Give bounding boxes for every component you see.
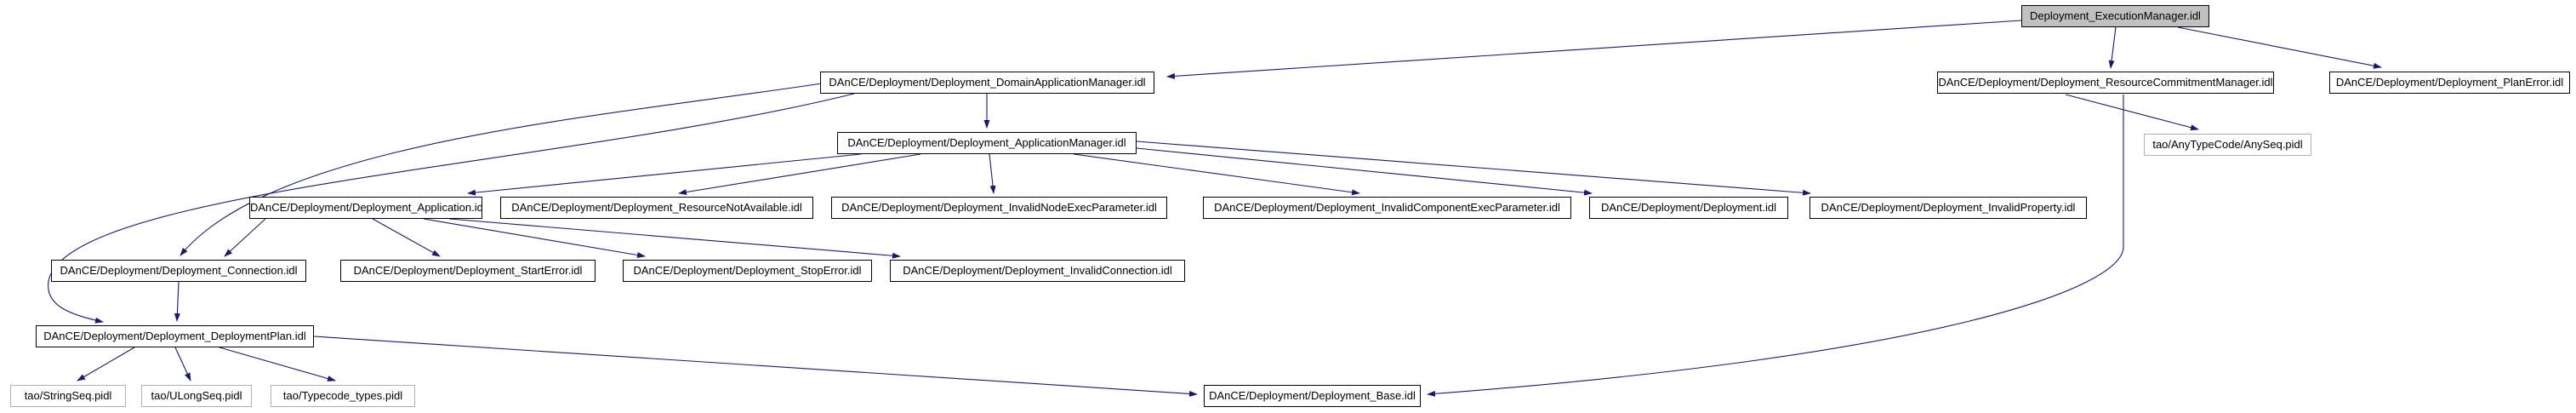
graph-node-typecodetypes: tao/Typecode_types.pidl [271, 385, 415, 407]
graph-node-planerror[interactable]: DAnCE/Deployment/Deployment_PlanError.id… [2329, 72, 2570, 94]
graph-node-domainappmgr[interactable]: DAnCE/Deployment/Deployment_DomainApplic… [820, 72, 1154, 94]
graph-node-deployment[interactable]: DAnCE/Deployment/Deployment.idl [1589, 197, 1788, 219]
graph-node-anyseq: tao/AnyTypeCode/AnySeq.pidl [2144, 134, 2311, 156]
edge-appmgr-resnotavail [678, 153, 921, 196]
graph-node-ulongseq: tao/ULongSeq.pidl [141, 385, 252, 407]
edge-application-connection [224, 218, 266, 257]
edge-rescommgr-base [1427, 95, 2124, 397]
graph-node-invalidconn[interactable]: DAnCE/Deployment/Deployment_InvalidConne… [890, 260, 1185, 282]
graph-node-base[interactable]: DAnCE/Deployment/Deployment_Base.idl [1204, 385, 1421, 407]
graph-node-execmgr[interactable]: Deployment_ExecutionManager.idl [2021, 5, 2209, 27]
edge-application-starterror [372, 218, 441, 257]
graph-node-invalidcompexec[interactable]: DAnCE/Deployment/Deployment_InvalidCompo… [1203, 197, 1571, 219]
graph-node-rescommgr[interactable]: DAnCE/Deployment/Deployment_ResourceComm… [1937, 72, 2274, 94]
graph-node-invalidnodeexec[interactable]: DAnCE/Deployment/Deployment_InvalidNodeE… [831, 197, 1167, 219]
edge-application-stoperror [423, 218, 646, 258]
graph-node-connection[interactable]: DAnCE/Deployment/Deployment_Connection.i… [51, 260, 306, 282]
edge-appmgr-application [467, 153, 862, 196]
graph-node-stringseq: tao/StringSeq.pidl [10, 385, 126, 407]
edge-execmgr-planerror [2177, 26, 2382, 69]
edge-deploymentplan-stringseq [77, 347, 135, 381]
graph-node-invalidprop[interactable]: DAnCE/Deployment/Deployment_InvalidPrope… [1809, 197, 2087, 219]
graph-node-stoperror[interactable]: DAnCE/Deployment/Deployment_StopError.id… [623, 260, 872, 282]
edge-connection-deploymentplan [174, 281, 180, 322]
edge-rescommgr-anyseq [2065, 94, 2199, 131]
edge-domainappmgr-connection [180, 83, 823, 256]
edge-appmgr-invalidnodeexec [989, 153, 996, 194]
graph-node-starterror[interactable]: DAnCE/Deployment/Deployment_StartError.i… [340, 260, 596, 282]
edge-deploymentplan-base [313, 336, 1198, 397]
edge-appmgr-invalidcompexec [1073, 153, 1360, 196]
edge-application-invalidconn [448, 218, 901, 259]
graph-node-appmgr[interactable]: DAnCE/Deployment/Deployment_ApplicationM… [837, 132, 1137, 154]
edge-deploymentplan-typecodetypes [219, 347, 336, 381]
edge-appmgr-deployment [1136, 147, 1593, 196]
edge-execmgr-domainappmgr [1166, 20, 2022, 79]
graph-node-resnotavail[interactable]: DAnCE/Deployment/Deployment_ResourceNotA… [500, 197, 813, 219]
edge-appmgr-invalidprop [1136, 141, 1811, 196]
edge-deploymentplan-ulongseq [174, 347, 191, 381]
graph-node-deploymentplan[interactable]: DAnCE/Deployment/Deployment_DeploymentPl… [36, 325, 314, 347]
edge-execmgr-rescommgr [2108, 26, 2117, 69]
graph-node-application[interactable]: DAnCE/Deployment/Deployment_Application.… [249, 197, 482, 219]
